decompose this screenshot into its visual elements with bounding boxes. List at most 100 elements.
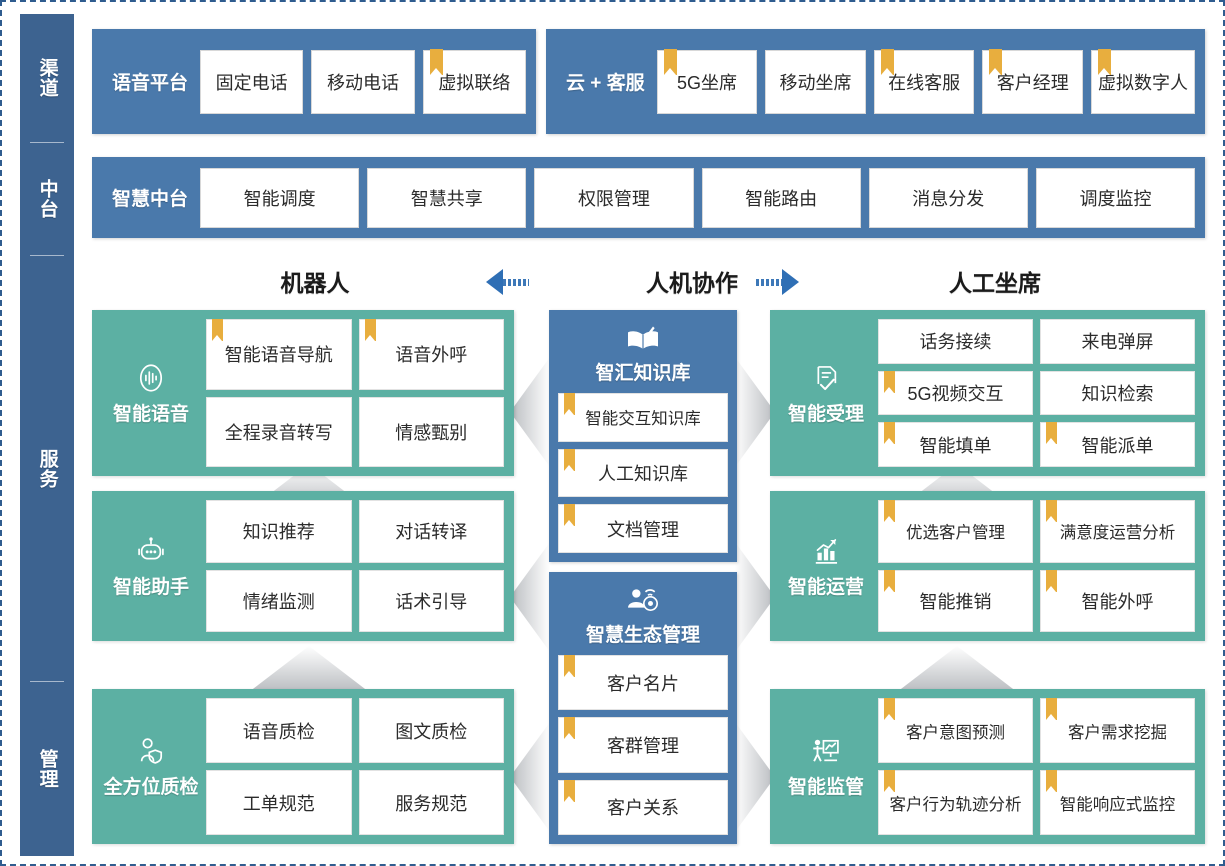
- arrow-left-group: [486, 269, 529, 295]
- cell-label: 智能语音导航: [224, 345, 333, 366]
- cell-knowledge-retrieval[interactable]: 知识检索: [1040, 370, 1195, 416]
- cell-customer-relationship[interactable]: 客户关系: [558, 779, 728, 835]
- chip-5g-seat[interactable]: 5G坐席: [656, 48, 758, 114]
- chip-label: 5G坐席: [676, 72, 737, 93]
- module-smart-supervision-title: 智能监管: [787, 777, 864, 798]
- cell-voice-outbound[interactable]: 语音外呼: [358, 319, 504, 390]
- bookmark-ribbon-icon: [564, 655, 575, 677]
- chip-virtual-digital-human[interactable]: 虚拟数字人: [1091, 48, 1196, 114]
- chip-smart-dispatch[interactable]: 智能调度: [200, 167, 360, 228]
- bookmark-ribbon-icon: [564, 779, 575, 802]
- cell-label: 智能交互知识库: [585, 410, 701, 429]
- cell-label: 客户行为轨迹分析: [889, 795, 1022, 814]
- chip-mobile-phone[interactable]: 移动电话: [311, 49, 415, 114]
- cell-5g-video-interaction[interactable]: 5G视频交互: [878, 370, 1033, 416]
- cell-smart-responsive-monitoring[interactable]: 智能响应式监控: [1040, 770, 1195, 835]
- module-smart-assistant: 智能助手 知识推荐 对话转译 情绪监测 话术引导: [92, 491, 514, 641]
- rail-divider-3: [30, 681, 64, 682]
- cell-call-connection[interactable]: 话务接续: [878, 319, 1033, 364]
- bookmark-ribbon-icon: [564, 393, 575, 415]
- cell-label: 文档管理: [607, 519, 679, 540]
- cell-customer-behavior-trajectory-analysis[interactable]: 客户行为轨迹分析: [878, 770, 1033, 835]
- bookmark-ribbon-icon: [1046, 422, 1057, 445]
- cell-customer-group-management[interactable]: 客群管理: [558, 717, 728, 773]
- chip-smart-routing[interactable]: 智能路由: [701, 167, 861, 228]
- module-smart-acceptance-grid: 话务接续 来电弹屏 5G视频交互 知识检索 智能填单 智能派单: [878, 319, 1195, 467]
- chip-label: 移动电话: [327, 72, 399, 93]
- rail-label-midplatform: 中台: [36, 179, 58, 219]
- cell-preferred-customer-management[interactable]: 优选客户管理: [878, 500, 1033, 563]
- chip-account-manager[interactable]: 客户经理: [982, 48, 1084, 114]
- rail-divider-1: [30, 142, 64, 143]
- chip-dispatch-monitoring[interactable]: 调度监控: [1035, 167, 1196, 228]
- chip-permission-management[interactable]: 权限管理: [534, 167, 694, 228]
- module-smart-voice-grid: 智能语音导航 语音外呼 全程录音转写 情感甄别: [206, 319, 504, 467]
- cell-script-guidance[interactable]: 话术引导: [358, 569, 504, 632]
- uptriangle-right-lower-icon: [897, 646, 1017, 697]
- bookmark-ribbon-icon: [884, 422, 895, 445]
- bookmark-ribbon-icon: [880, 48, 894, 75]
- cell-voice-quality-inspection[interactable]: 语音质检: [206, 698, 352, 763]
- module-full-quality-inspection-head: 全方位质检: [96, 734, 206, 799]
- presentation-person-icon: [813, 739, 839, 762]
- chip-label: 智能路由: [745, 188, 818, 209]
- chip-message-distribution[interactable]: 消息分发: [868, 167, 1028, 228]
- cell-customer-profile-card[interactable]: 客户名片: [558, 655, 728, 711]
- module-full-quality-inspection-title: 全方位质检: [103, 777, 199, 798]
- cell-full-recording-transcription[interactable]: 全程录音转写: [206, 396, 352, 467]
- cell-label: 情绪监测: [242, 591, 315, 612]
- cell-text-image-quality-inspection[interactable]: 图文质检: [358, 698, 504, 763]
- cell-smart-outbound-call[interactable]: 智能外呼: [1040, 569, 1195, 632]
- cell-customer-intent-prediction[interactable]: 客户意图预测: [878, 698, 1033, 763]
- module-smart-assistant-title: 智能助手: [112, 576, 189, 598]
- module-smart-ecosystem-management-body: 客户名片 客群管理 客户关系: [558, 655, 728, 835]
- bookmark-ribbon-icon: [884, 569, 895, 592]
- cell-satisfaction-operation-analysis[interactable]: 满意度运营分析: [1040, 500, 1195, 563]
- cell-incoming-call-popup[interactable]: 来电弹屏: [1040, 319, 1195, 364]
- bookmark-ribbon-icon: [1046, 770, 1057, 792]
- cell-emotion-monitoring[interactable]: 情绪监测: [206, 569, 352, 632]
- cell-smart-interactive-knowledge-base[interactable]: 智能交互知识库: [558, 393, 728, 442]
- cell-label: 全程录音转写: [224, 422, 333, 443]
- chip-smart-sharing[interactable]: 智慧共享: [367, 167, 527, 228]
- bookmark-ribbon-icon: [564, 717, 575, 740]
- module-smart-ecosystem-management-head: 智慧生态管理: [558, 580, 728, 655]
- module-full-quality-inspection-grid: 语音质检 图文质检 工单规范 服务规范: [206, 698, 504, 835]
- cell-label: 话术引导: [395, 591, 468, 612]
- module-smart-operation-title: 智能运营: [787, 576, 864, 598]
- cell-service-standard[interactable]: 服务规范: [358, 770, 504, 835]
- bookmark-ribbon-icon: [884, 770, 895, 792]
- module-smart-operation-head: 智能运营: [774, 534, 878, 599]
- chevron-right-operation-icon: [735, 542, 775, 652]
- cell-smart-marketing[interactable]: 智能推销: [878, 569, 1033, 632]
- chip-mobile-seat[interactable]: 移动坐席: [765, 49, 866, 114]
- chip-virtual-contact[interactable]: 虚拟联络: [422, 48, 526, 114]
- module-smart-ecosystem-management-title: 智慧生态管理: [585, 625, 700, 646]
- cell-smart-form-filling[interactable]: 智能填单: [878, 422, 1033, 467]
- cell-manual-knowledge-base[interactable]: 人工知识库: [558, 448, 728, 498]
- rail-segment-midplatform: 中台: [20, 143, 74, 255]
- bookmark-ribbon-icon: [364, 319, 376, 341]
- cell-knowledge-recommendation[interactable]: 知识推荐: [206, 500, 352, 563]
- cell-smart-dispatch-order[interactable]: 智能派单: [1040, 422, 1195, 467]
- chip-fixed-phone[interactable]: 固定电话: [200, 49, 304, 114]
- cell-dialogue-translation[interactable]: 对话转译: [358, 500, 504, 563]
- bookmark-ribbon-icon: [429, 48, 443, 75]
- module-knowledge-hub: 智汇知识库 智能交互知识库 人工知识库 文档管理: [549, 310, 737, 562]
- module-smart-ecosystem-management: 智慧生态管理 客户名片 客群管理 客户关系: [549, 572, 737, 844]
- module-smart-assistant-head: 智能助手: [96, 534, 206, 599]
- cell-smart-voice-navigation[interactable]: 智能语音导航: [206, 319, 352, 390]
- module-knowledge-hub-head: 智汇知识库: [558, 318, 728, 393]
- cell-document-management[interactable]: 文档管理: [558, 504, 728, 554]
- voice-platform-title: 语音平台: [112, 73, 189, 94]
- chip-online-service[interactable]: 在线客服: [873, 48, 975, 114]
- cell-emotion-discrimination[interactable]: 情感甄别: [358, 396, 504, 467]
- chip-label: 权限管理: [577, 188, 650, 209]
- cloud-service-band: 云 + 客服 5G坐席 移动坐席 在线客服 客户经理 虚拟数字人: [546, 29, 1205, 134]
- cell-label: 人工知识库: [598, 464, 688, 484]
- cell-customer-demand-mining[interactable]: 客户需求挖掘: [1040, 698, 1195, 763]
- rail-divider-2: [30, 255, 64, 256]
- cell-label: 客群管理: [607, 735, 679, 756]
- cloud-service-title: 云 + 客服: [566, 73, 645, 94]
- cell-work-order-standard[interactable]: 工单规范: [206, 770, 352, 835]
